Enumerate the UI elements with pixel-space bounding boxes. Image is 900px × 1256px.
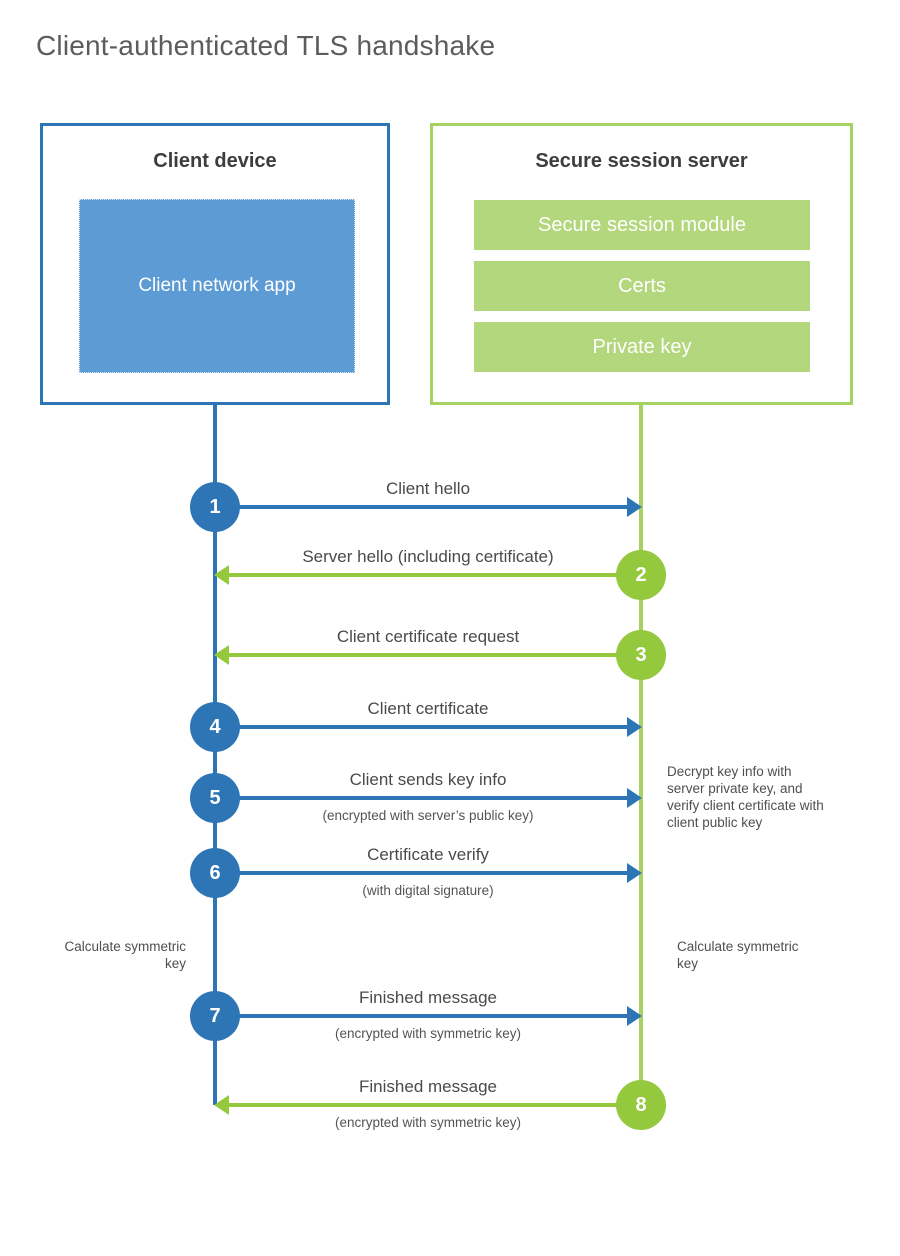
message-sublabel: (with digital signature) <box>362 883 494 898</box>
client-network-app-label: Client network app <box>138 275 296 296</box>
note-calculate-symmetric-key-server: Calculate symmetric key <box>677 939 799 971</box>
message-sublabel: (encrypted with symmetric key) <box>334 1026 522 1041</box>
arrow-shaft <box>229 1103 641 1107</box>
step-number-badge: 8 <box>616 1080 666 1130</box>
arrow-head-icon <box>627 497 642 517</box>
arrow-head-icon <box>627 863 642 883</box>
message-label: Server hello (including certificate) <box>302 547 554 566</box>
arrow-head-icon <box>214 645 229 665</box>
secure-session-server-box: Secure session server Secure session mod… <box>430 123 853 405</box>
note-calculate-symmetric-key-client: Calculate symmetric key <box>64 939 186 971</box>
message-label: Client hello <box>385 479 471 498</box>
arrow-head-icon <box>214 1095 229 1115</box>
step-number-badge: 3 <box>616 630 666 680</box>
step-number-badge: 7 <box>190 991 240 1041</box>
arrow-head-icon <box>627 788 642 808</box>
arrow-shaft <box>229 653 641 657</box>
arrow-shaft <box>215 871 627 875</box>
step-number-badge: 6 <box>190 848 240 898</box>
arrow-head-icon <box>627 1006 642 1026</box>
step-number-badge: 5 <box>190 773 240 823</box>
server-lifeline <box>639 405 643 1107</box>
message-label: Certificate verify <box>367 845 489 864</box>
client-network-app-box: Client network app <box>79 199 355 373</box>
message-label: Client sends key info <box>349 770 507 789</box>
arrow-head-icon <box>214 565 229 585</box>
arrow-shaft <box>229 573 641 577</box>
server-heading: Secure session server <box>535 150 748 172</box>
client-device-heading: Client device <box>153 150 277 172</box>
note-decrypt-key-info: Decrypt key info with server private key… <box>667 764 824 830</box>
server-module-certs: Certs <box>474 261 810 311</box>
message-sublabel: (encrypted with server’s public key) <box>322 808 534 823</box>
page-title: Client-authenticated TLS handshake <box>36 30 496 61</box>
client-device-box: Client device Client network app <box>40 123 390 405</box>
arrow-shaft <box>215 796 627 800</box>
step-number-badge: 2 <box>616 550 666 600</box>
message-label: Finished message <box>359 1077 497 1096</box>
message-label: Client certificate <box>367 699 489 718</box>
arrow-shaft <box>215 1014 627 1018</box>
arrow-shaft <box>215 505 627 509</box>
message-sublabel: (encrypted with symmetric key) <box>334 1115 522 1130</box>
message-label: Client certificate request <box>336 627 520 646</box>
arrow-head-icon <box>627 717 642 737</box>
step-number-badge: 1 <box>190 482 240 532</box>
message-label: Finished message <box>359 988 497 1007</box>
arrow-shaft <box>215 725 627 729</box>
server-module-secure-session: Secure session module <box>474 200 810 250</box>
client-lifeline <box>213 405 217 1105</box>
server-module-private-key: Private key <box>474 322 810 372</box>
step-number-badge: 4 <box>190 702 240 752</box>
